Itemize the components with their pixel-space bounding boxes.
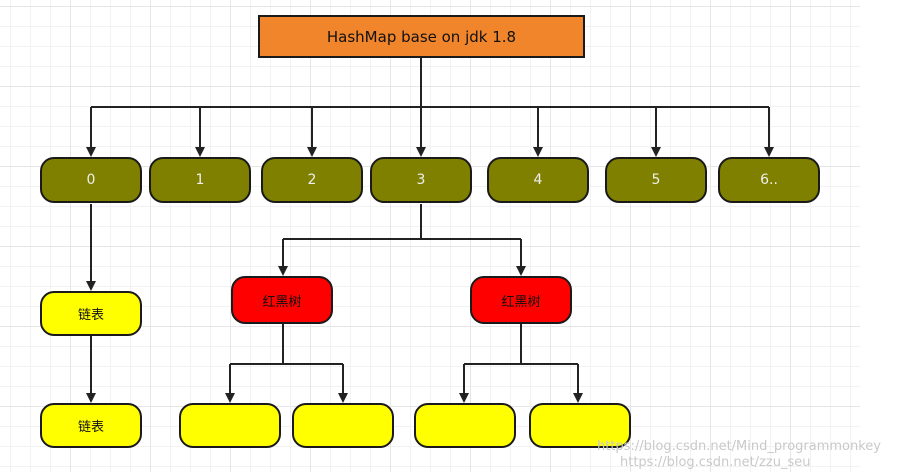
linked-list-label: 链表 <box>77 308 104 323</box>
linked-list-label: 链表 <box>77 420 104 435</box>
bucket-label: 4 <box>533 172 543 188</box>
linked-list-node-1: 链表 <box>40 291 142 336</box>
bucket-label: 1 <box>195 172 205 188</box>
bucket-3: 3 <box>370 157 472 203</box>
bucket-5: 5 <box>605 157 707 203</box>
watermark-line-1: https://blog.csdn.net/Mind_programmonkey <box>597 439 881 454</box>
root-node: HashMap base on jdk 1.8 <box>258 15 585 58</box>
linked-list-node-2: 链表 <box>40 403 142 448</box>
bucket-6: 6.. <box>718 157 820 203</box>
red-black-tree-label: 红黑树 <box>501 294 541 310</box>
bucket-label: 6.. <box>760 172 778 188</box>
tree-child-node <box>414 403 516 448</box>
root-label: HashMap base on jdk 1.8 <box>326 27 517 46</box>
bucket-2: 2 <box>261 157 363 203</box>
bucket-label: 5 <box>651 172 661 188</box>
watermark-line-2: https://blog.csdn.net/zzu_seu <box>620 455 811 470</box>
tree-child-node <box>179 403 281 448</box>
red-black-tree-node-left: 红黑树 <box>231 276 333 324</box>
red-black-tree-label: 红黑树 <box>262 294 302 310</box>
bucket-1: 1 <box>149 157 251 203</box>
grid-background <box>0 0 860 472</box>
red-black-tree-node-right: 红黑树 <box>470 276 572 324</box>
bucket-label: 0 <box>86 172 96 188</box>
tree-child-node <box>529 403 631 448</box>
bucket-label: 2 <box>307 172 317 188</box>
tree-child-node <box>292 403 394 448</box>
bucket-4: 4 <box>487 157 589 203</box>
bucket-label: 3 <box>416 172 426 188</box>
bucket-0: 0 <box>40 157 142 203</box>
